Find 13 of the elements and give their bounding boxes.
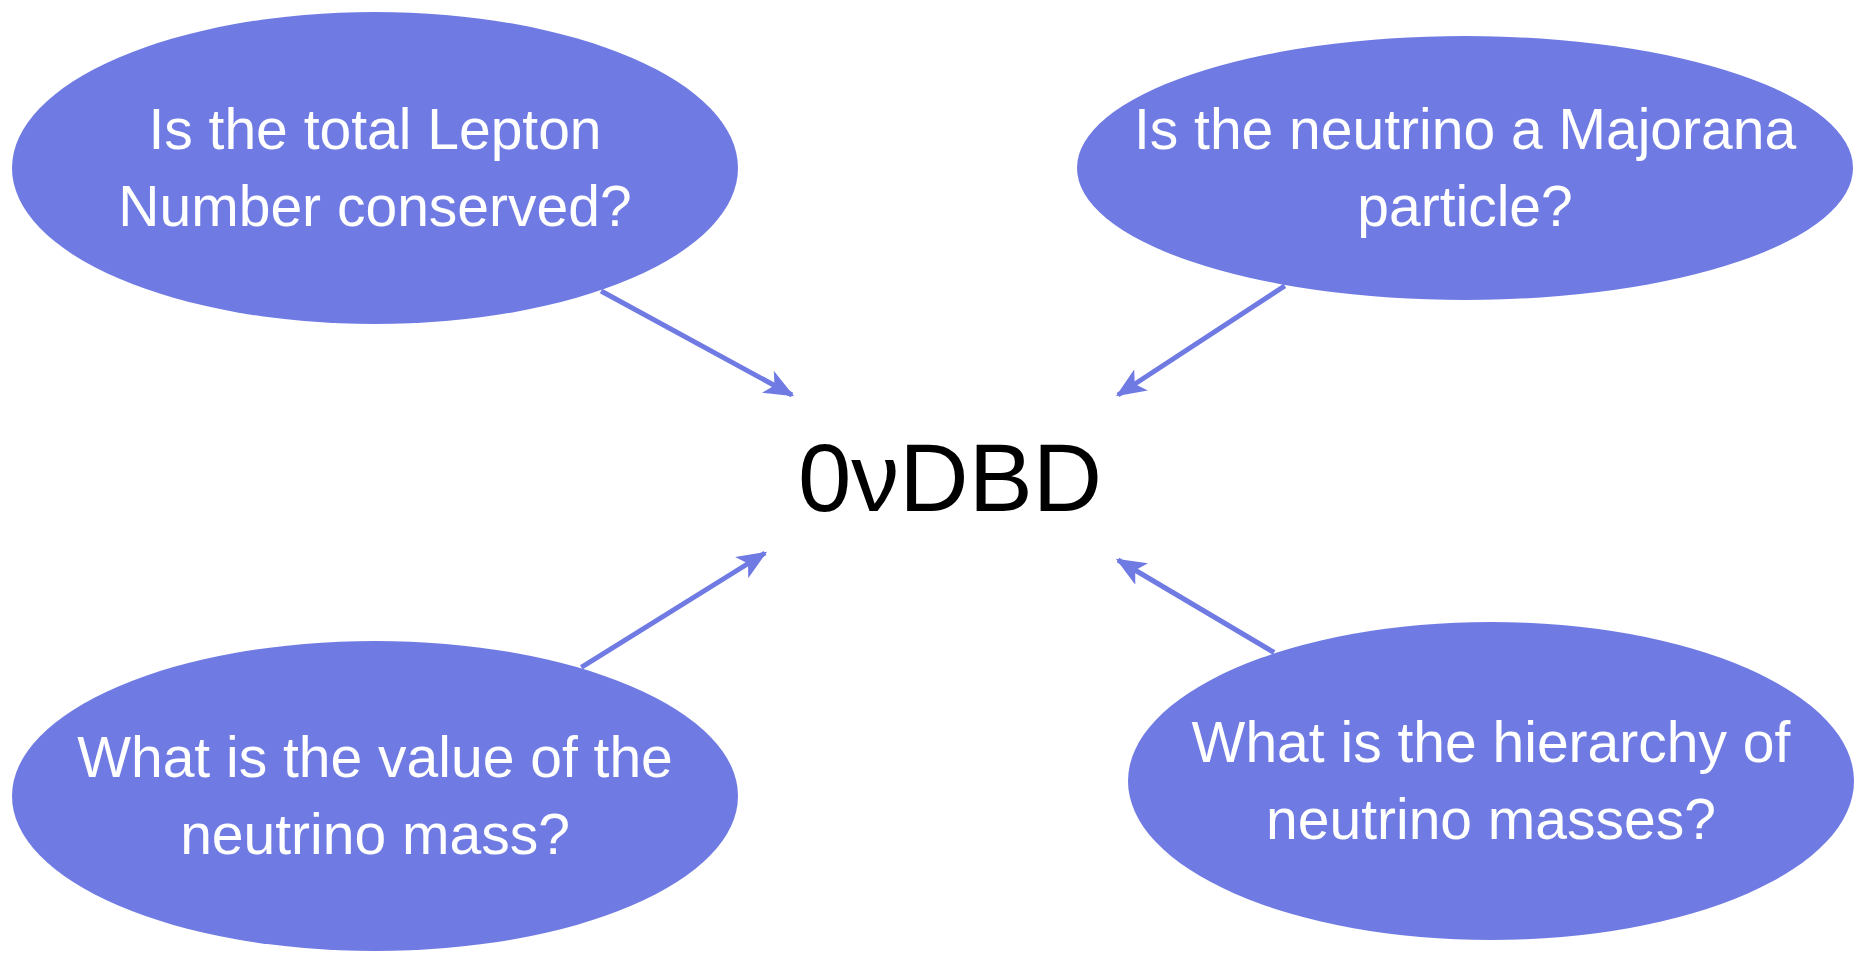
arrow <box>1115 283 1287 398</box>
question-ellipse <box>1127 621 1855 941</box>
question-ellipse <box>1076 35 1854 301</box>
arrow <box>579 550 768 670</box>
question-ellipse <box>11 11 739 325</box>
center-label: 0νDBD <box>797 422 1103 533</box>
question-text: What is the value of the neutrino mass? <box>76 724 674 868</box>
arrow <box>1115 557 1276 655</box>
question-text: What is the hierarchy of neutrino masses? <box>1190 709 1792 853</box>
question-text: Is the neutrino a Majorana particle? <box>1132 96 1798 240</box>
arrow <box>599 288 795 398</box>
question-ellipse <box>11 640 739 952</box>
question-text: Is the total Lepton Number conserved? <box>117 96 633 240</box>
